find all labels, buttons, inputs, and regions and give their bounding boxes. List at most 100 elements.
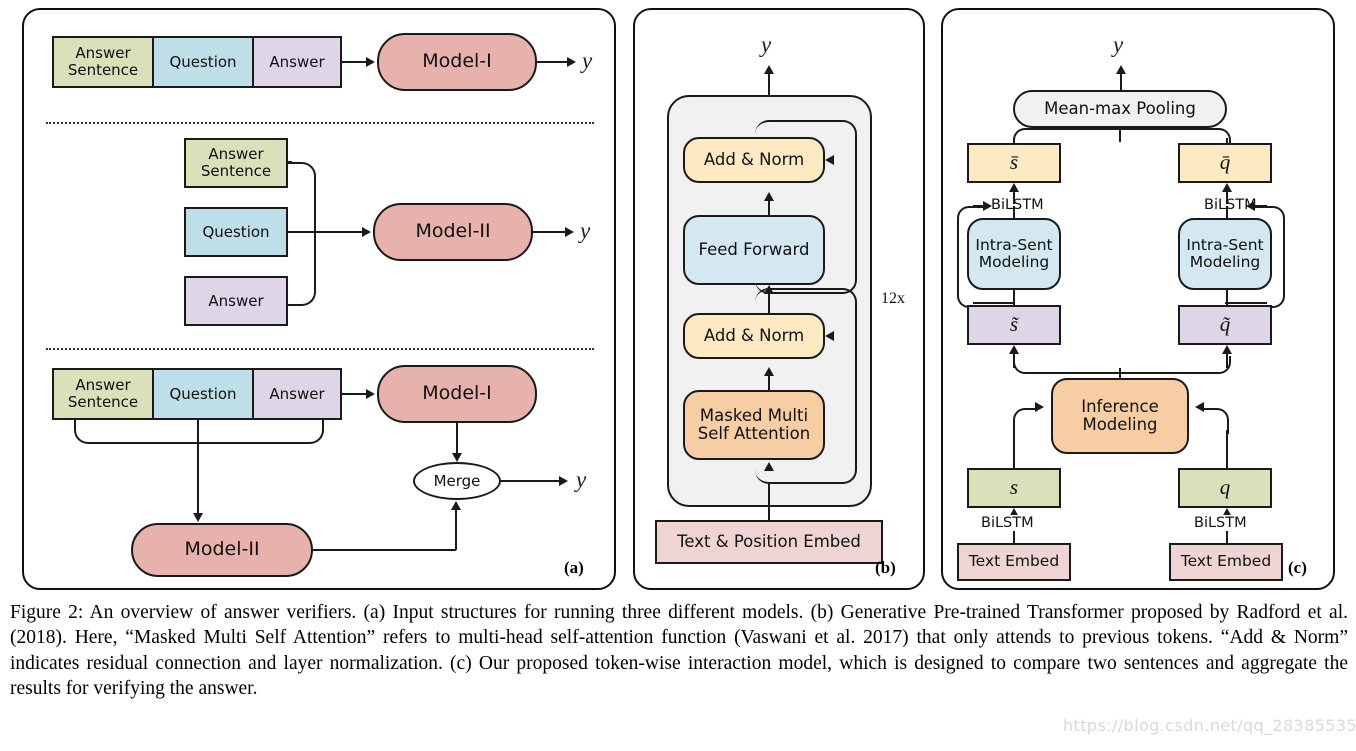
panel-c-label: (c) <box>1288 558 1307 577</box>
block-answer-row2: Answer <box>184 276 288 326</box>
s-tilde-box: s̃ <box>967 305 1061 345</box>
line-q-up <box>1226 430 1228 470</box>
bilstm-top-left-label: BiLSTM <box>991 197 1044 213</box>
block-answer-sentence-row2: Answer Sentence <box>184 138 288 188</box>
block-answer-sentence-row3: Answer Sentence <box>52 368 154 420</box>
node-label: Text & Position Embed <box>677 531 861 551</box>
divider-1 <box>46 122 594 124</box>
line-stilde-to-intra-left <box>1013 290 1015 316</box>
bracket-pooling-split <box>1013 128 1231 146</box>
arrowhead-into-ff <box>763 285 774 294</box>
block-label: Answer Sentence <box>67 376 139 411</box>
node-label: Feed Forward <box>698 239 810 259</box>
node-label: Text Embed <box>968 552 1060 571</box>
arrow-line-row1-to-model <box>342 61 368 63</box>
arrowhead-to-s-tilde <box>1008 345 1019 354</box>
repeat-12x-label: 12x <box>881 290 905 307</box>
line-intra-to-bilstm-right <box>1226 206 1228 222</box>
bracket-inference-split <box>1013 356 1231 374</box>
arrowhead-to-q-tilde <box>1221 345 1232 354</box>
add-norm-lower: Add & Norm <box>683 313 825 359</box>
s-tilde-label: s̃ <box>1009 312 1019 337</box>
s-box: s <box>967 468 1061 508</box>
add-norm-upper: Add & Norm <box>683 137 825 183</box>
figure-caption: Figure 2: An overview of answer verifier… <box>10 600 1348 701</box>
q-tilde-label: q̃ <box>1219 312 1231 337</box>
q-tilde-box: q̃ <box>1178 305 1272 345</box>
line-merge-output <box>501 480 561 482</box>
output-y-panel-b: y <box>761 32 772 57</box>
block-question-row2: Question <box>184 207 288 257</box>
arrowhead-residual-lower <box>825 331 834 341</box>
arrowhead-s-to-inference <box>1035 401 1044 412</box>
arrowhead-row3-to-model-i <box>366 388 375 399</box>
s-bar-box: s̄ <box>967 143 1061 183</box>
arrowhead-pooling-to-output <box>1115 65 1126 74</box>
model-label: Model-I <box>422 382 492 405</box>
node-label: Masked Multi Self Attention <box>697 405 811 443</box>
block-label: Question <box>169 52 237 71</box>
arrowhead-model-i-to-merge <box>451 453 462 462</box>
arrowhead-q-to-inference <box>1195 401 1204 412</box>
block-answer-sentence-row1: Answer Sentence <box>52 36 154 88</box>
model-ii-row2: Model-II <box>373 203 533 261</box>
text-embed-right: Text Embed <box>1169 543 1283 581</box>
node-label: Intra-Sent Modeling <box>975 235 1053 271</box>
inference-modeling: Inference Modeling <box>1051 378 1189 454</box>
block-label: Answer <box>208 291 264 310</box>
arrowhead-residual-upper <box>825 155 834 165</box>
bypass-right-bottom-stub <box>1225 302 1267 304</box>
arrowhead-row2-output <box>565 226 574 237</box>
bypass-right-top-stub <box>1255 205 1267 207</box>
line-pooling-to-output <box>1120 72 1122 94</box>
arrowhead-row1-output <box>567 56 576 67</box>
line-attn-to-addnorm-l <box>768 374 770 396</box>
model-label: Model-II <box>184 538 260 561</box>
output-y-row2: y <box>580 218 591 243</box>
mean-max-pooling: Mean-max Pooling <box>1013 90 1227 128</box>
node-label: Inference Modeling <box>1081 396 1159 434</box>
intra-sent-modeling-right: Intra-Sent Modeling <box>1178 218 1272 290</box>
panel-b: y Add & Norm Feed Forward Add & Norm Mas… <box>633 8 925 590</box>
arrowhead-row1-to-model <box>366 56 375 67</box>
model-ii-row3: Model-II <box>131 523 313 577</box>
line-s-up <box>1013 430 1015 470</box>
node-label: Text Embed <box>1180 552 1272 571</box>
arrowhead-bilstm-to-s <box>1008 508 1019 517</box>
line-into-ff <box>768 292 770 314</box>
arrowhead-bilstm-to-q <box>1221 508 1232 517</box>
model-i-row1: Model-I <box>377 33 537 91</box>
line-embed-to-attn <box>768 482 770 526</box>
s-bar-label: s̄ <box>1009 150 1019 175</box>
line-ff-to-addnorm-u <box>768 199 770 221</box>
caption-text: Figure 2: An overview of answer verifier… <box>10 602 1348 700</box>
node-label: Mean-max Pooling <box>1044 98 1196 118</box>
line-embed-to-q <box>1226 517 1228 549</box>
q-bar-box: q̄ <box>1178 143 1272 183</box>
merge-node: Merge <box>413 462 501 500</box>
line-model-i-to-merge <box>456 423 458 456</box>
arrowhead-attn-to-addnorm-l <box>763 367 774 376</box>
residual-loop-upper <box>755 120 857 294</box>
block-question-row3: Question <box>152 368 254 420</box>
bypass-left-top-stub <box>973 205 985 207</box>
q-bar-label: q̄ <box>1219 150 1231 175</box>
elbow-q-to-inference <box>1203 408 1229 434</box>
line-inference-stem <box>1119 368 1121 382</box>
panel-b-label: (b) <box>875 558 896 577</box>
block-label: Question <box>202 222 270 241</box>
arrow-line-row3-to-model-i <box>342 393 368 395</box>
output-y-panel-c: y <box>1113 32 1124 57</box>
line-embed-to-s <box>1013 517 1015 549</box>
arrowhead-top-output-b <box>763 65 774 74</box>
bracket-row2 <box>288 162 316 306</box>
arrowhead-embed-to-attn <box>763 462 774 471</box>
line-model-ii-right <box>313 549 456 551</box>
block-label: Answer Sentence <box>200 145 272 180</box>
arrowhead-merge-output <box>559 475 568 486</box>
arrow-line-row1-output <box>537 61 569 63</box>
merge-label: Merge <box>433 471 481 490</box>
node-label: Intra-Sent Modeling <box>1186 235 1264 271</box>
feed-forward: Feed Forward <box>683 215 825 285</box>
bilstm-bottom-right-label: BiLSTM <box>1192 515 1249 531</box>
